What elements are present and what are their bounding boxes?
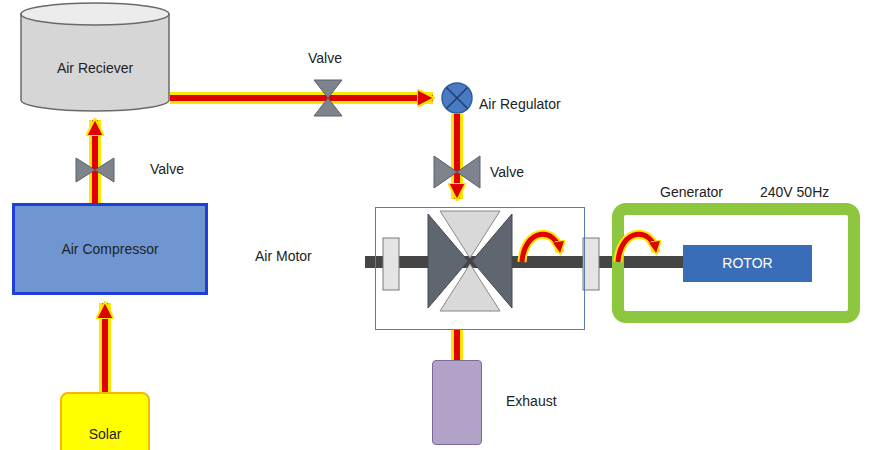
turbine: [428, 211, 512, 311]
solar-source: Solar: [60, 392, 150, 450]
part-label: Air Motor: [255, 248, 312, 265]
part-label: Generator: [660, 184, 723, 201]
valve-symbol: [76, 158, 114, 182]
pipe-glow: [99, 303, 111, 392]
regulator-cross: [447, 88, 468, 109]
rotor: ROTOR: [683, 245, 812, 282]
node-text: Solar: [89, 426, 122, 443]
regulator-symbol: [441, 82, 473, 114]
connector-group: [95, 120, 96, 203]
air-receiver: Air Reciever: [20, 2, 170, 112]
pipe-glow: [170, 92, 433, 104]
bearing: [583, 238, 599, 290]
exhaust: Exhaust: [432, 360, 482, 445]
part-label: 240V 50Hz: [760, 184, 829, 201]
valve-label: Valve: [490, 164, 524, 181]
valve-label: Valve: [308, 50, 342, 67]
rotation-arrow: [618, 234, 656, 262]
connector-group: [585, 262, 683, 263]
connector-group: [457, 114, 458, 199]
regulator-circle: [442, 83, 472, 113]
pipe-glow: [89, 120, 101, 203]
node-text: Air Reciever: [57, 60, 133, 77]
connector-group: [105, 303, 106, 392]
connector-group: [457, 330, 458, 360]
cylinder-lid: [21, 3, 169, 25]
valve-symbol: [314, 80, 342, 116]
node-text: Air Compressor: [61, 241, 158, 258]
connector-group: [170, 98, 433, 99]
node-text: ROTOR: [722, 255, 772, 272]
bearing: [383, 238, 399, 290]
cylinder-body: [21, 14, 169, 111]
air-regulator: Air Regulator: [441, 82, 473, 114]
air-compressor: Air Compressor: [12, 203, 208, 295]
rotation-arrow-glow: [522, 234, 560, 262]
air-pipe: [454, 114, 460, 199]
valve-label: Valve: [150, 161, 184, 178]
rotation-arrow-glow: [618, 234, 656, 262]
air-pipe: [92, 120, 98, 203]
pipe-glow: [451, 114, 463, 199]
pipe-glow: [451, 330, 463, 360]
cylinder-outline: [20, 2, 170, 112]
part-label: Air Regulator: [479, 96, 561, 113]
air-pipe: [102, 303, 108, 392]
rotation-arrow: [522, 234, 560, 262]
air-pipe: [454, 330, 460, 360]
valve-symbol: [434, 156, 480, 188]
air-pipe: [170, 95, 433, 101]
part-label: Exhaust: [506, 393, 557, 410]
generator: Generator240V 50HzROTOR: [612, 203, 860, 323]
air-motor: Air Motor: [375, 207, 585, 330]
shaft-connector: [585, 256, 683, 268]
